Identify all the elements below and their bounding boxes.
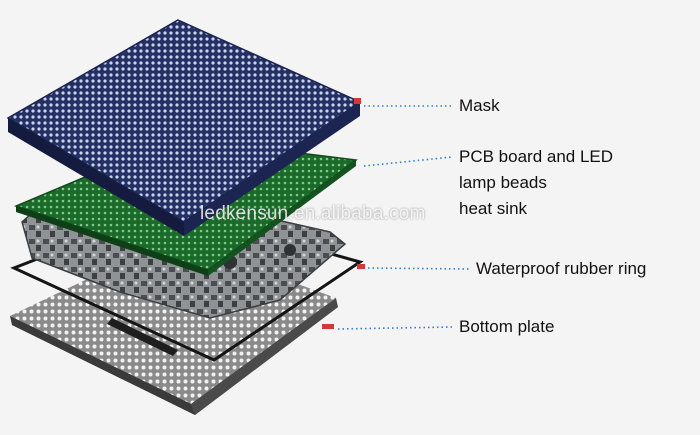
pcb-label: PCB board and LED lamp beads (459, 144, 613, 196)
bottom-plate-label: Bottom plate (459, 317, 555, 336)
leader-ring (367, 267, 471, 270)
ring-marker (357, 264, 365, 269)
mask-label: Mask (459, 96, 500, 115)
watermark-text: ledkensun.en.alibaba.com (200, 203, 426, 224)
mask-marker (354, 98, 361, 104)
leader-lines (337, 105, 471, 330)
mask-layer (6, 19, 362, 236)
heat-sink-label: heat sink (459, 199, 528, 218)
pcb-label-line2: lamp beads (459, 173, 547, 192)
leader-pcb (363, 156, 453, 167)
leader-bottom (337, 326, 453, 330)
plate-slot (107, 318, 178, 356)
edge-markers (322, 98, 365, 329)
plate-marker (322, 324, 334, 329)
rubber-ring-label: Waterproof rubber ring (476, 259, 647, 278)
pcb-label-line1: PCB board and LED (459, 147, 614, 166)
